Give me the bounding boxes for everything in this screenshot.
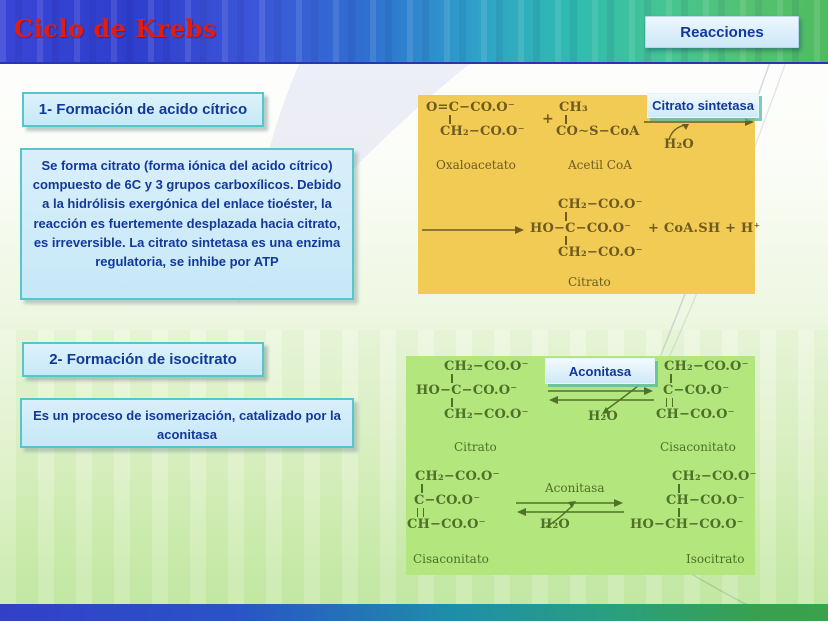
double-bond <box>417 508 424 517</box>
structure-line: CH₂−CO.O⁻ <box>444 407 529 422</box>
page-title: Ciclo de Krebs <box>14 14 217 43</box>
single-bond <box>678 484 680 493</box>
single-bond <box>565 236 567 245</box>
single-bond <box>421 484 423 493</box>
single-bond <box>565 212 567 221</box>
section1-heading-label: 1- Formación de acido cítrico <box>38 101 248 118</box>
molecule-label: Acetil CoA <box>568 158 632 172</box>
bottom-bar <box>0 604 828 621</box>
reaction-arrow-icon <box>422 226 524 234</box>
water-label: H₂O <box>540 517 570 532</box>
section2-heading-label: 2- Formación de isocitrato <box>49 351 237 368</box>
structure-line: CH₂−CO.O⁻ <box>558 197 643 212</box>
equilibrium-arrows-icon <box>516 499 624 528</box>
isocitrate-formation-diagram: CH₂−CO.O⁻ HO−C−CO.O⁻ CH₂−CO.O⁻ Citrato H… <box>406 356 757 575</box>
structure-line: CH₃ <box>559 100 588 115</box>
molecule-label: Cisaconitato <box>660 440 736 454</box>
equilibrium-arrows-icon <box>548 385 654 414</box>
enzyme-tag-aconitase: Aconitasa <box>545 358 655 384</box>
structure-line: CH₂−CO.O⁻ <box>558 245 643 260</box>
reaction-arrow-icon <box>644 118 754 126</box>
enzyme-inline-label: Aconitasa <box>545 481 605 495</box>
section2-body: Es un proceso de isomerización, cataliza… <box>20 398 354 448</box>
single-bond <box>565 115 567 124</box>
single-bond <box>670 374 672 383</box>
plus-sign: + <box>542 111 554 127</box>
structure-line: HO−CH−CO.O⁻ <box>630 517 744 532</box>
structure-line: C−CO.O⁻ <box>663 383 730 398</box>
structure-line: HO−C−CO.O⁻ <box>530 221 632 236</box>
molecule-label: Isocitrato <box>686 552 745 566</box>
structure-line: CH₂−CO.O⁻ <box>440 124 525 139</box>
enzyme-tag-citrate-synthetase: Citrato sintetasa <box>647 93 759 118</box>
curved-water-arrow-icon <box>668 124 689 141</box>
structure-line: HO−C−CO.O⁻ <box>416 383 518 398</box>
structure-line: CH−CO.O⁻ <box>666 493 745 508</box>
molecule-label: Citrato <box>454 440 497 454</box>
structure-line: CH₂−CO.O⁻ <box>672 469 757 484</box>
structure-line: CH₂−CO.O⁻ <box>664 359 749 374</box>
water-label: H₂O <box>664 137 694 152</box>
structure-line: CH−CO.O⁻ <box>656 407 735 422</box>
enzyme-tag-label: Citrato sintetasa <box>652 98 754 113</box>
structure-line: CO∼S−CoA <box>556 124 640 139</box>
single-bond <box>451 398 453 407</box>
byproducts-label: + CoA.SH + H⁺ <box>648 221 761 236</box>
structure-line: CH₂−CO.O⁻ <box>415 469 500 484</box>
water-label: H₂O <box>588 409 618 424</box>
structure-line: C−CO.O⁻ <box>414 493 481 508</box>
enzyme-tag-label: Aconitasa <box>568 363 632 379</box>
molecule-label: Cisaconitato <box>413 552 489 566</box>
single-bond <box>678 508 680 517</box>
nav-button-label: Reacciones <box>680 23 764 41</box>
double-bond <box>666 398 673 407</box>
section1-heading: 1- Formación de acido cítrico <box>22 92 264 127</box>
single-bond <box>451 374 453 383</box>
citrate-formation-diagram: O=C−CO.O⁻ CH₂−CO.O⁻ Oxaloacetato + CH₃ C… <box>418 95 760 294</box>
structure-line: O=C−CO.O⁻ <box>426 100 515 115</box>
section2-heading: 2- Formación de isocitrato <box>22 342 264 377</box>
molecule-label: Oxaloacetato <box>436 158 516 172</box>
single-bond <box>449 115 451 124</box>
reacciones-nav-button[interactable]: Reacciones <box>645 16 799 48</box>
structure-line: CH₂−CO.O⁻ <box>444 359 529 374</box>
section1-body: Se forma citrato (forma iónica del acido… <box>20 148 354 300</box>
structure-line: CH−CO.O⁻ <box>407 517 486 532</box>
molecule-label: Citrato <box>568 275 611 289</box>
